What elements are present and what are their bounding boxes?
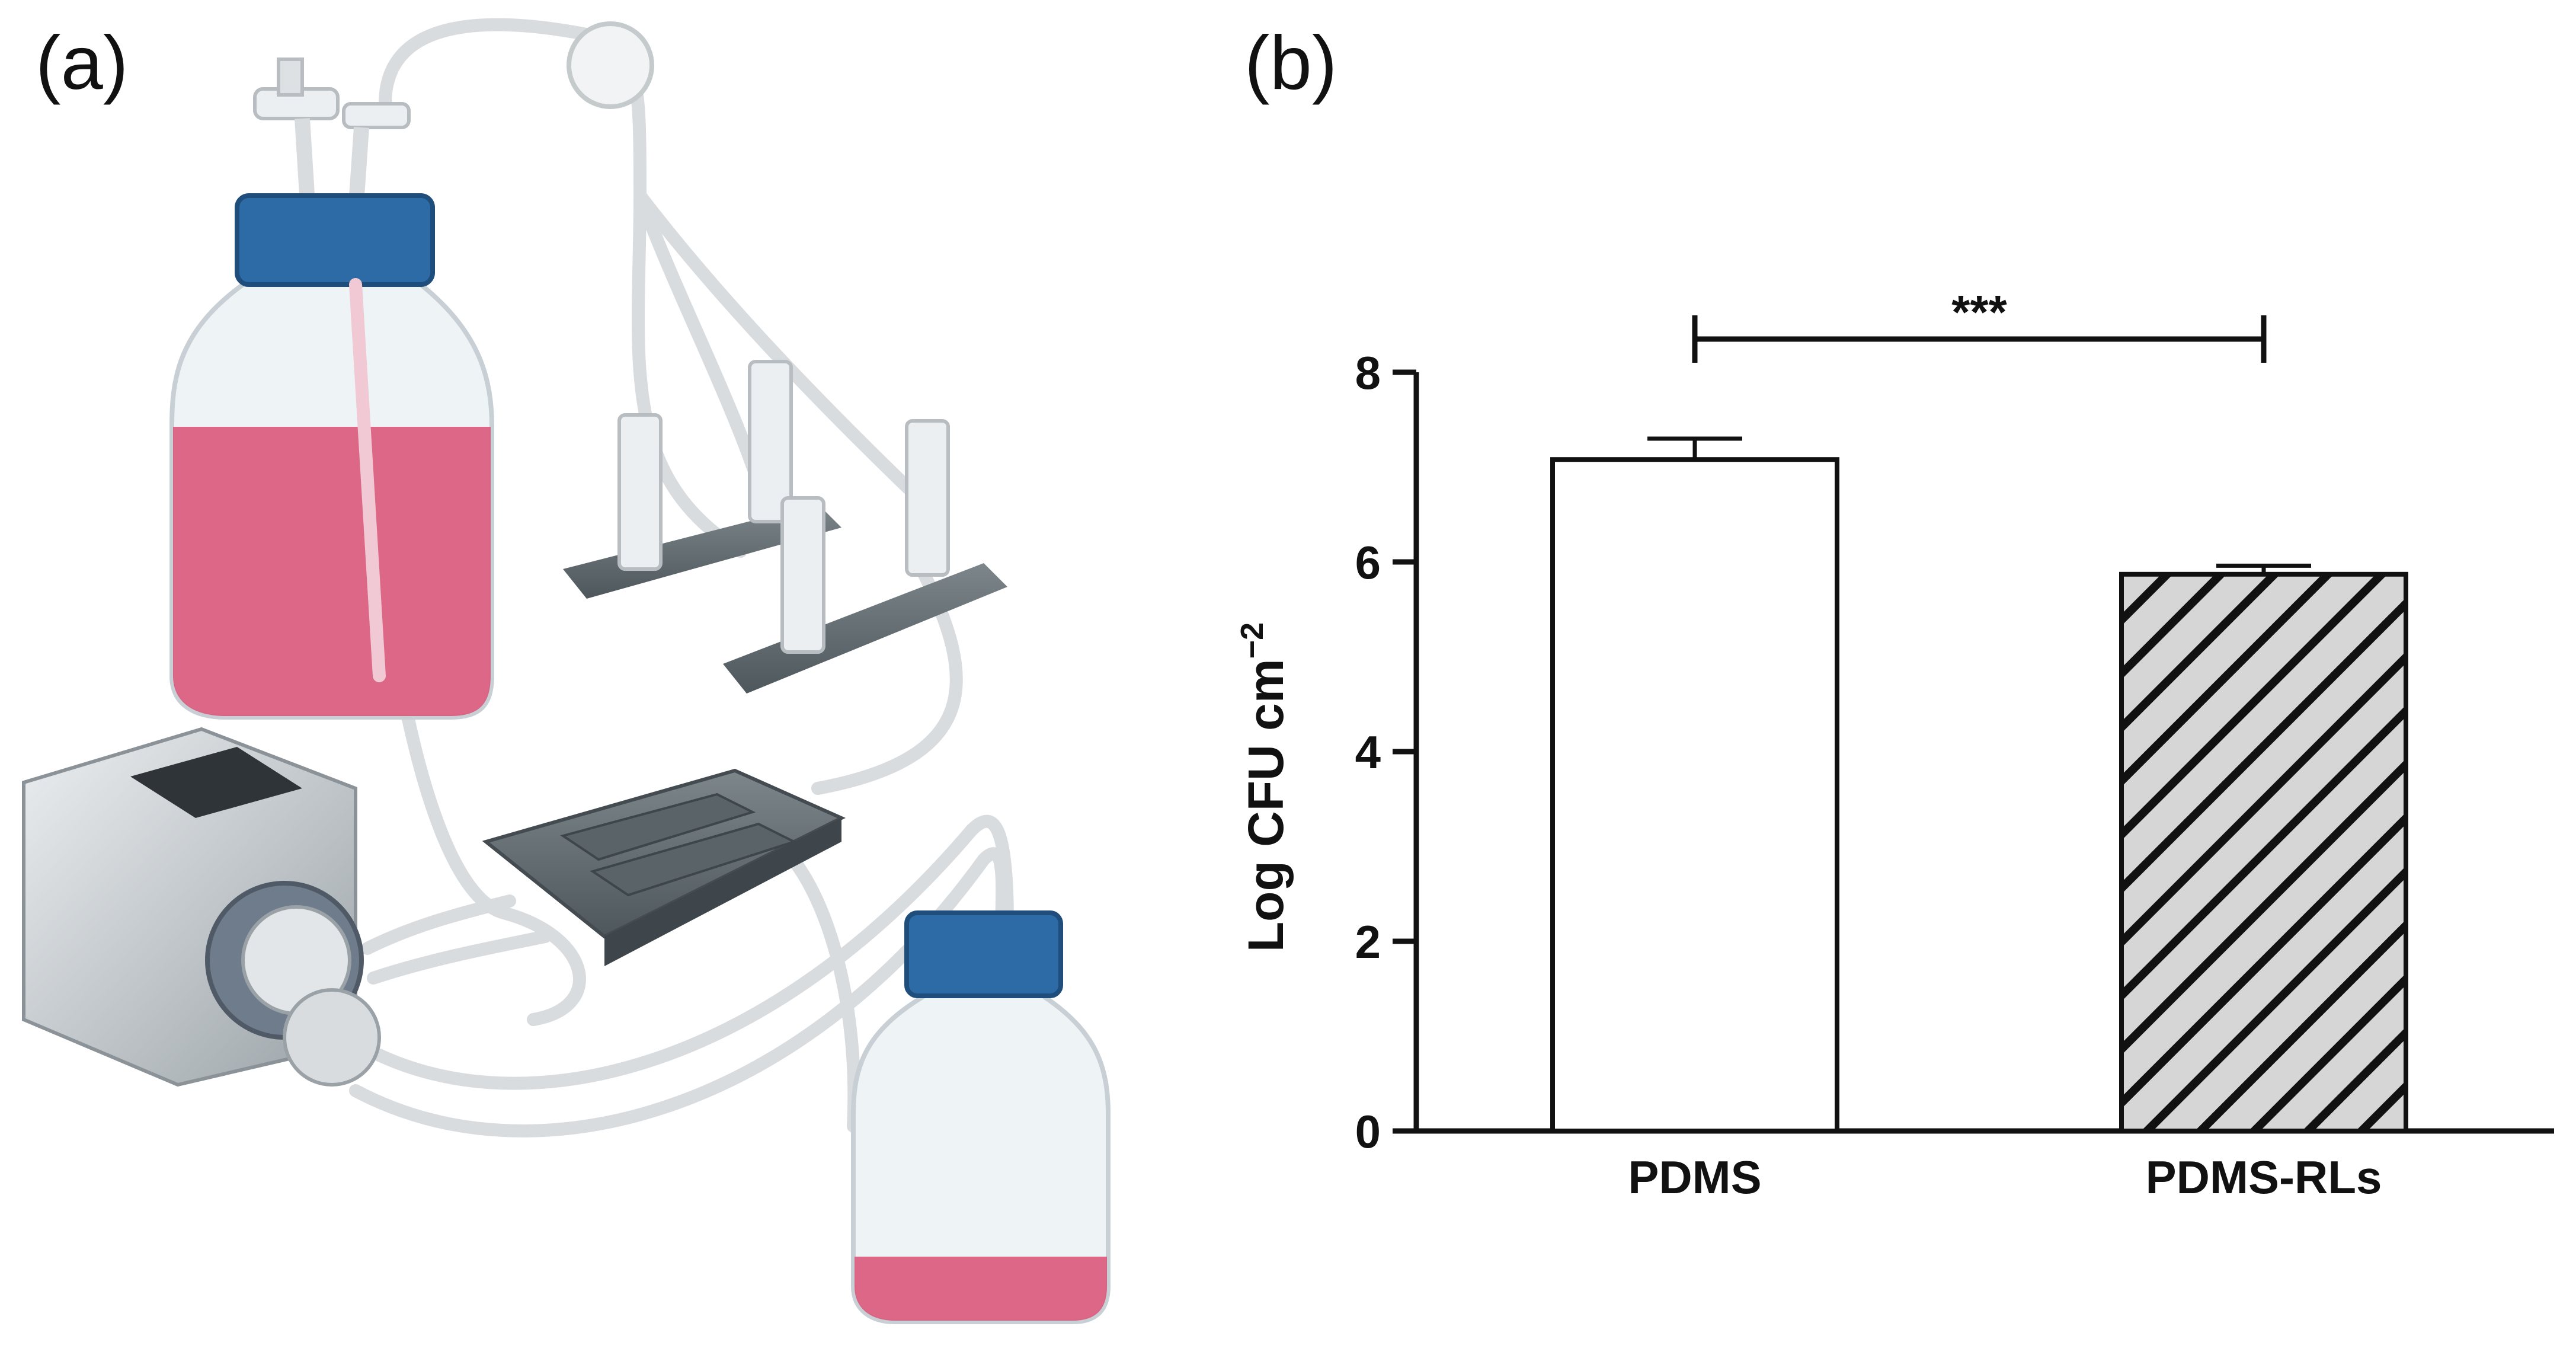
media-bottle-icon (169, 193, 494, 720)
air-bubble-filter-icon (567, 21, 654, 109)
significance-bracket: *** (1692, 286, 2267, 363)
tube-to-waste-2 (349, 847, 1009, 1137)
peristaltic-pump-icon (22, 727, 381, 1087)
syringe-bubble-traps-icon (563, 360, 1007, 694)
bar (1550, 457, 1839, 1134)
flow-chamber-icon (482, 768, 846, 966)
tube-branch-right (633, 189, 931, 510)
error-bars (1647, 436, 2311, 574)
panel-b-label: (b) (1244, 21, 1337, 106)
bars (1550, 457, 2408, 1134)
y-tick-label: 8 (1355, 347, 1381, 399)
y-tick-label: 0 (1355, 1105, 1381, 1158)
tube-pump-to-chamber-2 (367, 930, 552, 985)
y-tick-label: 6 (1355, 536, 1381, 589)
significance-label: *** (1951, 286, 2007, 338)
flow-setup-illustration (22, 18, 1111, 1324)
x-tick-label: PDMS (1628, 1151, 1761, 1203)
tube-to-waste-1 (373, 814, 1014, 1090)
y-axis-title: Log CFU cm−2 (1234, 622, 1294, 952)
y-tick-label: 2 (1355, 916, 1381, 968)
x-tick-labels: PDMS PDMS-RLs (1628, 1151, 2382, 1203)
x-tick-label: PDMS-RLs (2146, 1151, 2382, 1203)
tube-pump-to-chamber-1 (361, 894, 516, 955)
y-ticks: 0 2 4 6 8 (1355, 347, 1416, 1158)
waste-bottle-icon (851, 910, 1111, 1324)
bar (2119, 571, 2408, 1133)
inlet-filter-icon (253, 57, 411, 214)
bar-chart: 0 2 4 6 8 PDMS PDMS-RLs *** Log CFU cm−2 (1234, 286, 2554, 1203)
tube-chamber-right (811, 568, 963, 795)
panel-a-label: (a) (36, 21, 128, 106)
y-tick-label: 4 (1355, 726, 1381, 778)
